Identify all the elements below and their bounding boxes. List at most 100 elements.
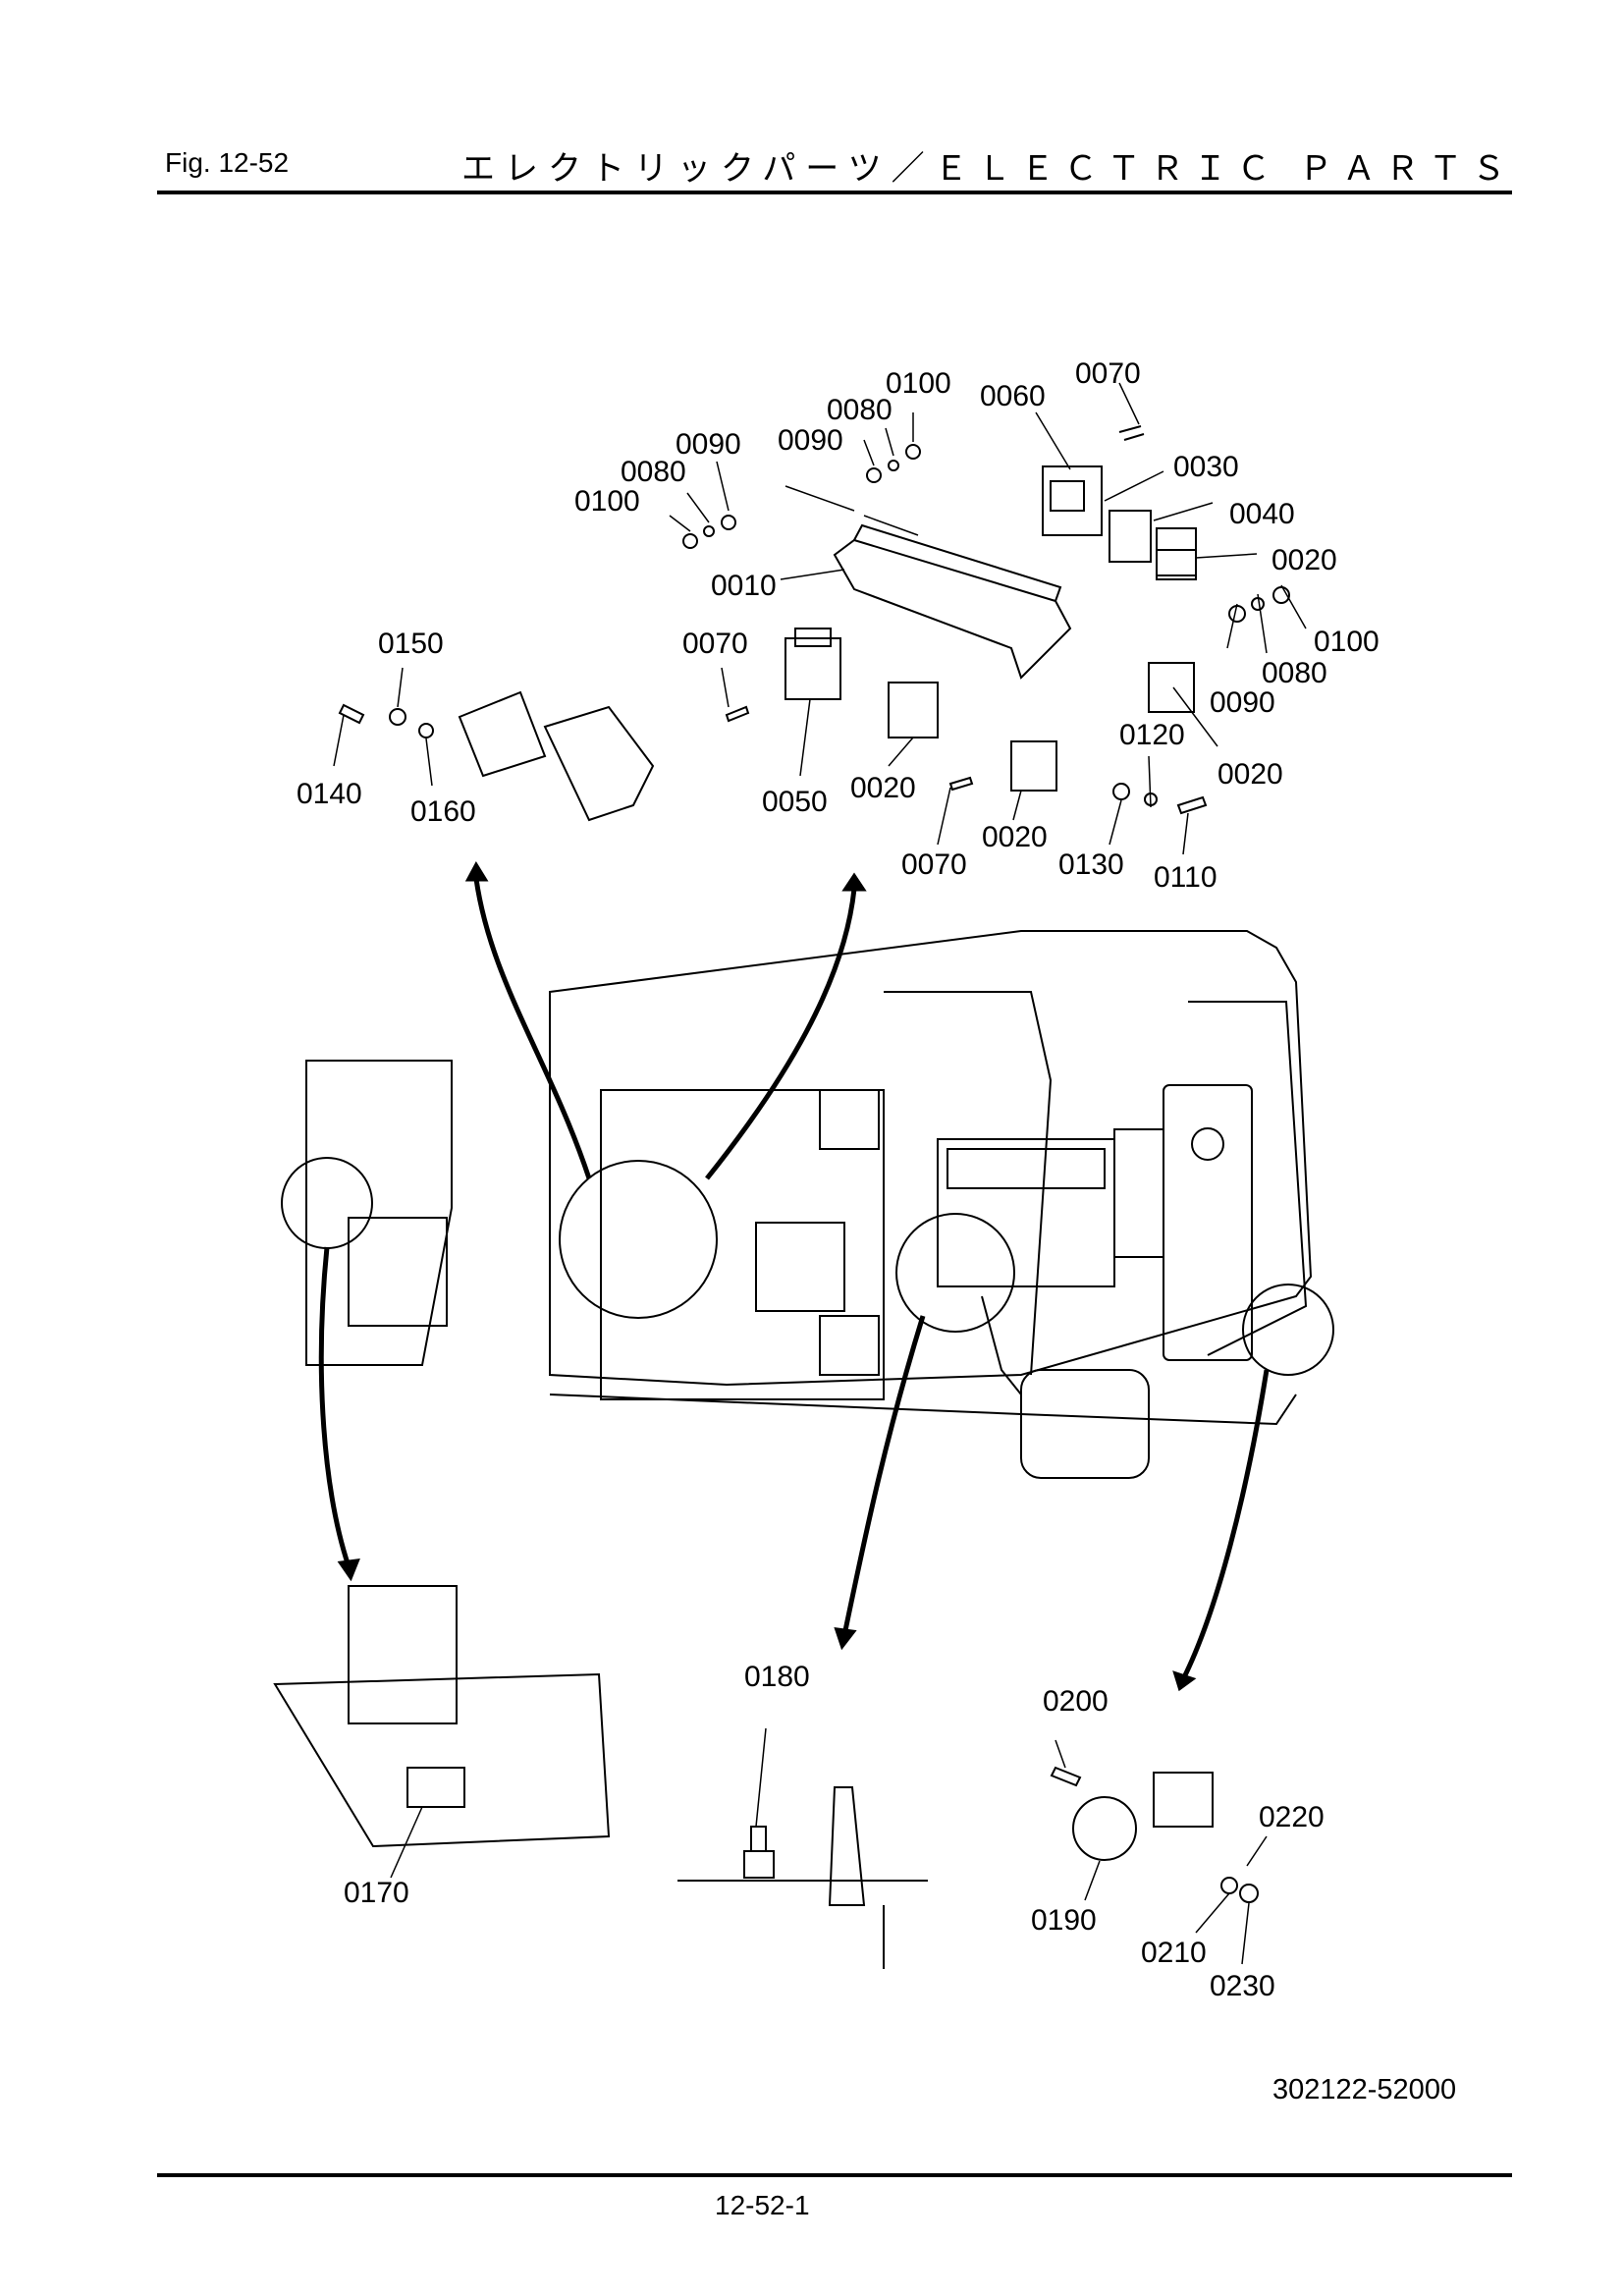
callout-0040: 0040 <box>1229 498 1295 530</box>
callout-0020: 0020 <box>1217 758 1283 791</box>
relay-0020-right <box>1148 662 1195 713</box>
horn-bracket <box>1153 1772 1214 1828</box>
washer-0160 <box>418 723 434 738</box>
engine <box>755 1128 1164 1479</box>
detail-circle-sensor <box>895 1213 1015 1333</box>
arrow-to-horn <box>1180 1369 1270 1681</box>
callout-0170: 0170 <box>344 1877 409 1909</box>
callout-labels: 0100 0080 0090 0090 0080 0100 0060 0070 … <box>297 357 1380 2002</box>
washer-0090 <box>721 515 736 530</box>
operator-platform <box>305 1060 453 1366</box>
relay-0050-cap <box>794 628 832 647</box>
drawing-number: 302122-52000 <box>1272 2074 1457 2105</box>
engine-block <box>937 1138 1115 1287</box>
callout-0090: 0090 <box>778 424 843 457</box>
detail-circles <box>281 1157 1334 1376</box>
washer-0130 <box>1112 783 1130 800</box>
relay-0060-terminal <box>1050 480 1085 512</box>
flasher-relay-assembly <box>333 667 655 822</box>
callout-0080: 0080 <box>621 456 686 488</box>
callout-0100: 0100 <box>1314 626 1380 658</box>
callout-0090: 0090 <box>676 428 741 461</box>
callout-0020: 0020 <box>1271 544 1337 576</box>
callout-0100: 0100 <box>574 485 640 518</box>
detail-0180 <box>677 1727 928 1969</box>
sensor-port <box>828 1786 866 1906</box>
bracket-0010 <box>833 538 1072 680</box>
engine-bay <box>884 991 1053 1376</box>
relay-unit <box>543 705 655 822</box>
header-rule <box>157 191 1512 194</box>
washer-0080-b <box>888 460 899 471</box>
arrow-to-relays <box>705 888 857 1180</box>
engine-fan-housing <box>1113 1128 1164 1258</box>
nut-0100 <box>682 533 698 549</box>
callout-0160: 0160 <box>410 795 476 828</box>
relay-0020-mid <box>1010 740 1057 792</box>
cylinder-head <box>947 1148 1106 1189</box>
bolt-0200 <box>1050 1766 1082 1787</box>
relay-0060 <box>1042 465 1103 536</box>
relay-0020-top <box>1156 549 1197 580</box>
bracket-flange <box>853 523 1062 602</box>
washer-0080 <box>703 525 715 537</box>
detail-circle-relays <box>559 1160 718 1319</box>
mount-upper <box>819 1089 880 1150</box>
page-title: エレクトリックパーツ／ＥＬＥＣＴＲＩＣ ＰＡＲＴＳ <box>461 150 1516 188</box>
callout-0220: 0220 <box>1259 1801 1325 1833</box>
washer-0080-c <box>1251 597 1265 611</box>
callout-0200: 0200 <box>1043 1685 1109 1718</box>
callout-0090: 0090 <box>1210 686 1275 719</box>
callout-0070: 0070 <box>682 628 748 660</box>
detail-circle-horn <box>1242 1284 1334 1376</box>
washer-0090-c <box>1228 605 1246 623</box>
horn-0190 <box>1072 1796 1137 1861</box>
switch-0170 <box>406 1767 465 1808</box>
callout-0120: 0120 <box>1119 719 1185 751</box>
center-panel <box>600 1089 885 1400</box>
relay-0050 <box>784 637 841 700</box>
callout-0020: 0020 <box>982 821 1048 853</box>
callout-0100: 0100 <box>886 367 951 400</box>
callout-0050: 0050 <box>762 786 828 818</box>
relay-cover-0160 <box>458 690 547 778</box>
page-number: 12-52-1 <box>715 2190 810 2220</box>
bolt-0070-low <box>948 776 974 792</box>
nut-0100-b <box>905 444 921 460</box>
screw-0140 <box>338 703 365 725</box>
floor-plate <box>273 1672 611 1848</box>
callout-0070: 0070 <box>1075 357 1141 390</box>
callout-0030: 0030 <box>1173 451 1239 483</box>
relay-0030 <box>1109 510 1152 563</box>
callout-0110: 0110 <box>1154 861 1217 894</box>
bolt-0110 <box>1176 795 1208 815</box>
callout-0010: 0010 <box>711 570 777 602</box>
arrow-to-flasher <box>473 878 592 1179</box>
counterweight <box>1188 1001 1308 1356</box>
air-cleaner <box>1020 1369 1150 1479</box>
bolt-0070-top <box>1118 425 1145 441</box>
machine-body <box>305 930 1313 1426</box>
hydraulic-pump <box>755 1222 845 1312</box>
callout-0230: 0230 <box>1210 1970 1275 2002</box>
sensor-0180 <box>743 1826 775 1879</box>
callout-0180: 0180 <box>744 1661 810 1693</box>
callout-0080: 0080 <box>827 394 893 426</box>
radiator-cap <box>1191 1127 1224 1161</box>
arrow-to-0170 <box>318 1246 352 1567</box>
leader-lines-top <box>669 382 1307 855</box>
radiator <box>1163 1084 1253 1361</box>
callout-0210: 0210 <box>1141 1937 1207 1969</box>
callout-0130: 0130 <box>1058 848 1124 881</box>
machine-outline <box>549 930 1313 1387</box>
reference-arrows <box>318 860 1270 1692</box>
mount-lower <box>819 1315 880 1376</box>
callout-0190: 0190 <box>1031 1904 1097 1937</box>
washer-0090-b <box>866 467 882 483</box>
callout-0150: 0150 <box>378 628 444 660</box>
seat-base <box>348 1217 448 1327</box>
detail-0170 <box>273 1585 611 1879</box>
intake-hose <box>981 1295 1022 1395</box>
callout-0070: 0070 <box>901 848 967 881</box>
